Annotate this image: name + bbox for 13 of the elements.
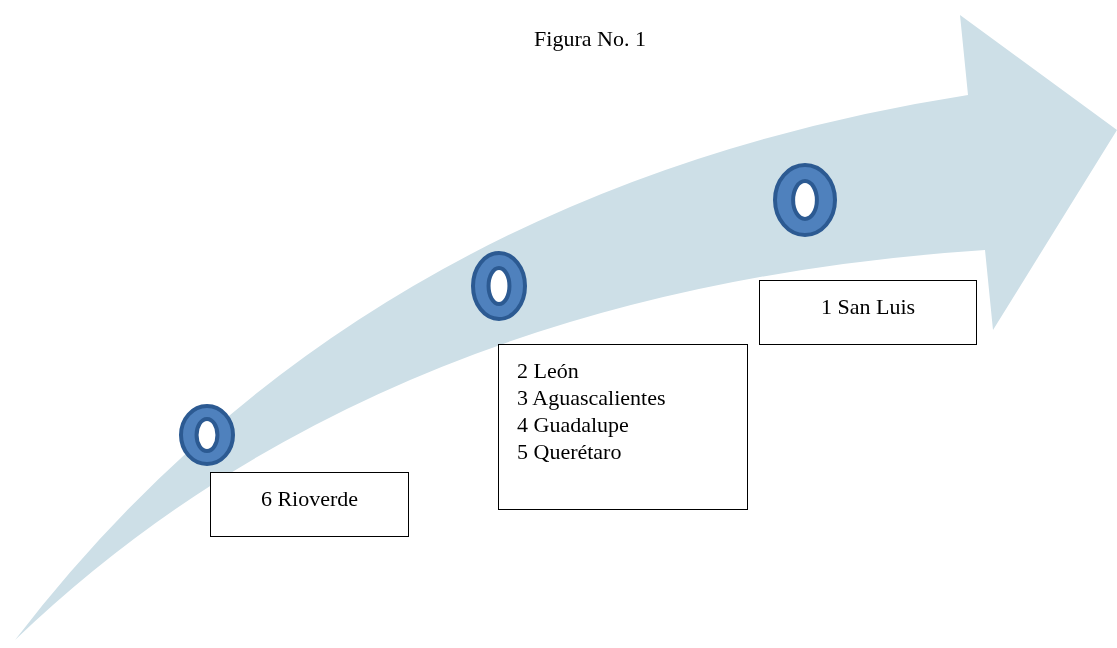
place-label: 3 Aguascalientes — [517, 384, 667, 411]
place-label: 5 Querétaro — [517, 438, 623, 465]
ring-marker — [773, 163, 837, 237]
place-label: 1 San Luis — [819, 293, 917, 320]
text-box — [759, 280, 977, 345]
text-box — [210, 472, 409, 537]
ring-marker — [471, 251, 527, 321]
place-label: 2 León — [517, 357, 580, 384]
place-label: 6 Rioverde — [259, 485, 360, 512]
ring-marker — [179, 404, 235, 466]
figure-title: Figura No. 1 — [534, 26, 646, 52]
place-label: 4 Guadalupe — [517, 411, 630, 438]
text-box — [498, 344, 748, 510]
